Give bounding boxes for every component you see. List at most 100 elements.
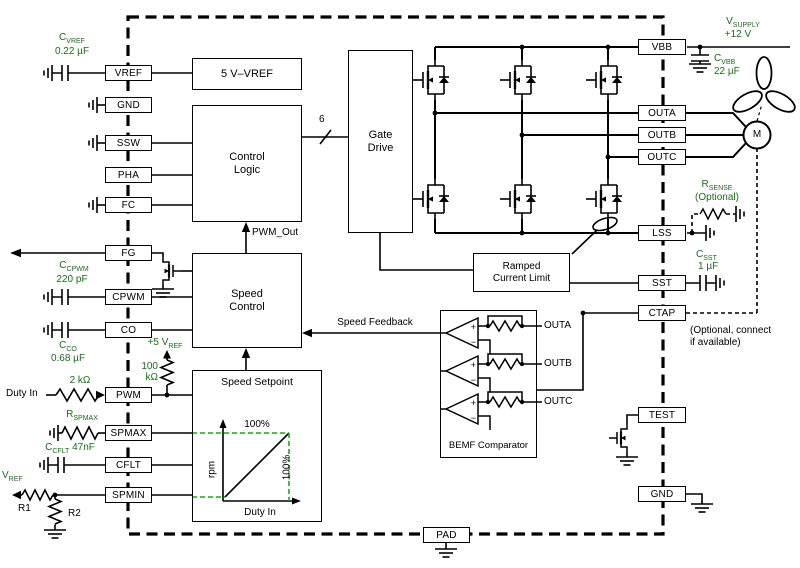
cvref-value: 0.22 µF — [54, 46, 90, 57]
r2-resistor — [46, 498, 64, 525]
mosfet-low-c — [584, 177, 624, 221]
graph-xaxis-label: Duty In — [244, 507, 276, 518]
test-mosfet — [607, 422, 629, 454]
pin-lss: LSS — [638, 225, 686, 241]
rsense-label: RSENSE — [701, 179, 733, 192]
ground-symbol — [688, 63, 712, 73]
block-label: 5 V–VREF — [221, 67, 273, 80]
block-gate-drive: Gate Drive — [348, 50, 413, 233]
junction-dots — [52, 44, 703, 498]
pin-vbb: VBB — [638, 39, 686, 55]
rsense-note: (Optional) — [695, 192, 739, 203]
csst-label: CSST — [696, 249, 717, 262]
ic-package-boundary — [126, 15, 665, 536]
bridge-mosfets — [411, 58, 624, 232]
cco-value: 0.68 µF — [50, 353, 86, 364]
bus-slash — [319, 129, 332, 145]
r1-label: R1 — [18, 503, 31, 514]
bemf-comparator-signs: + − + − + − — [471, 322, 476, 423]
csst-value: 1 µF — [698, 261, 719, 272]
rsense-resistor — [699, 207, 727, 221]
pin-outa: OUTA — [638, 105, 686, 121]
ctap-note-2: if available) — [690, 337, 741, 348]
block-label: Control — [229, 150, 265, 163]
bemf-comparator-title: BEMF Comparator — [448, 440, 529, 451]
bemf-outc-label: OUTC — [544, 396, 573, 407]
vsupply-value: +12 V — [724, 29, 752, 40]
r2-label: R2 — [68, 508, 81, 519]
ground-symbol — [43, 64, 53, 82]
motor-symbol — [742, 120, 772, 150]
block-label: Drive — [367, 141, 394, 154]
block-5v-vref-regulator: 5 V–VREF — [192, 58, 302, 90]
cvbb-value: 22 µF — [714, 66, 740, 77]
block-label: Current Limit — [492, 272, 551, 284]
minus-sign: − — [471, 337, 476, 347]
bemf-outb-label: OUTB — [544, 358, 572, 369]
pin-outb: OUTB — [638, 127, 686, 143]
pullup-resistor — [158, 359, 176, 386]
transfer-curve — [224, 432, 290, 498]
mosfet-low-a — [411, 177, 451, 221]
current-sense-loop — [592, 216, 618, 232]
rpwm-value: 2 kΩ — [69, 375, 91, 386]
minus-sign: − — [471, 375, 476, 385]
pwm-input-resistor — [55, 387, 100, 403]
speed-setpoint-graph — [192, 419, 301, 505]
ctap-note-1: (Optional, connect — [690, 325, 772, 336]
pin-pad: PAD — [423, 527, 470, 543]
plus-sign: + — [471, 398, 476, 408]
block-speed-setpoint — [192, 370, 322, 522]
pin-fc: FC — [105, 197, 152, 213]
fg-mosfet — [161, 255, 183, 287]
pin-cflt: CFLT — [105, 457, 152, 473]
internal-wires — [152, 72, 638, 496]
block-label: Speed — [231, 287, 263, 300]
rspmax-label: RSPMAX — [66, 409, 98, 422]
duty-in-label: Duty In — [6, 388, 38, 399]
vsupply-label: VSUPPLY — [726, 16, 760, 29]
three-phase-bridge — [434, 46, 638, 234]
pin-fg: FG — [105, 245, 152, 261]
pullup-r-value-1: 100 — [141, 361, 158, 372]
cvbb-label: CVBB — [714, 53, 736, 66]
ccpwm-value: 220 pF — [56, 274, 88, 285]
pin-pha: PHA — [105, 167, 152, 183]
pin-co: CO — [105, 322, 152, 338]
block-control-logic: Control Logic — [192, 105, 302, 222]
block-label: Control — [229, 300, 265, 313]
cco-label: CCO — [59, 340, 77, 353]
speed-setpoint-title: Speed Setpoint — [221, 376, 293, 388]
pin-vref: VREF — [105, 65, 152, 81]
fg-arrow — [10, 248, 21, 258]
pwm-out-label: PWM_Out — [252, 227, 299, 238]
speed-feedback-label: Speed Feedback — [337, 317, 413, 328]
pin-spmin: SPMIN — [105, 487, 152, 503]
pin-pwm: PWM — [105, 387, 152, 403]
r1-resistor — [21, 488, 54, 502]
plus-sign: + — [471, 322, 476, 332]
block-label: Logic — [233, 163, 261, 176]
block-label: Ramped — [502, 260, 541, 272]
pin-gnd2: GND — [638, 486, 686, 502]
graph-ymax-label: 100% — [244, 419, 270, 430]
vref-label: VREF — [2, 470, 23, 483]
pin-gnd: GND — [105, 97, 152, 113]
graph-yaxis-label: rpm — [206, 460, 218, 479]
pullup-5v-label: +5 VREF — [147, 337, 183, 350]
block-label: Gate — [368, 128, 393, 141]
mosfet-high-b — [498, 58, 538, 102]
bemf-comparators — [440, 315, 542, 430]
rspmax-resistor — [61, 425, 99, 441]
ccpwm-label: CCPWM — [59, 260, 89, 273]
motor-label: M — [752, 129, 762, 140]
pin-spmax: SPMAX — [105, 425, 152, 441]
graph-xmax-label: 100% — [281, 454, 293, 481]
bus-width-label: 6 — [319, 114, 325, 125]
minus-sign: − — [471, 413, 476, 423]
bemf-outa-label: OUTA — [544, 320, 572, 331]
fan-icon — [732, 56, 796, 113]
pin-sst: SST — [638, 275, 686, 291]
